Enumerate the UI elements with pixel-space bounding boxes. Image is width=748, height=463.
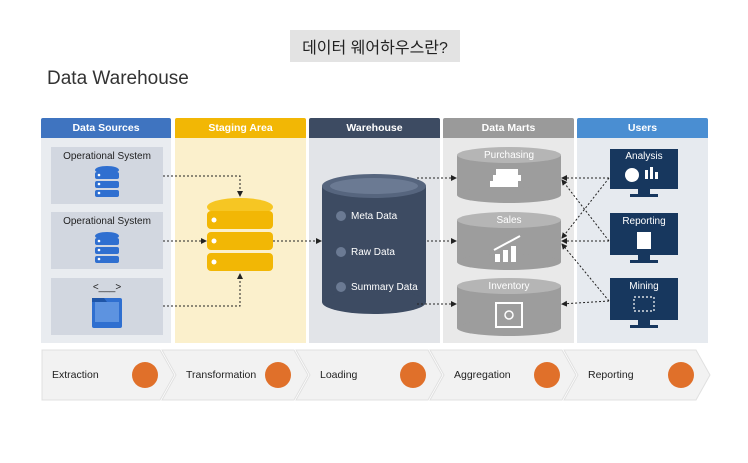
process-step-label: Transformation	[186, 369, 257, 381]
extraction-icon	[132, 362, 158, 388]
aggregation-icon	[534, 362, 560, 388]
warehouse-layer-label: Summary Data	[351, 282, 418, 293]
safe-icon	[495, 302, 523, 328]
user-label: Reporting	[622, 216, 666, 227]
growth-chart-icon	[493, 235, 521, 262]
transformation-icon	[265, 362, 291, 388]
folder-icon	[92, 298, 122, 328]
mart-label: Inventory	[488, 281, 530, 292]
document-monitor-icon	[610, 213, 678, 263]
page-title: Data Warehouse	[47, 68, 189, 89]
money-icon	[490, 169, 521, 187]
database-icon	[95, 166, 119, 197]
source-label: Operational System	[63, 216, 151, 227]
warehouse-cylinder-icon	[322, 174, 426, 314]
process-step-label: Extraction	[52, 369, 99, 381]
user-label: Analysis	[625, 151, 663, 162]
process-step-label: Reporting	[588, 369, 634, 381]
column-header-sources: Data Sources	[41, 118, 171, 138]
pie-chart-monitor-icon	[610, 149, 678, 197]
warehouse-layer-label: Meta Data	[351, 211, 398, 222]
flow-connectors	[163, 175, 610, 307]
column-header-warehouse: Warehouse	[309, 118, 440, 138]
column-header-marts: Data Marts	[443, 118, 574, 138]
source-label: <___>	[92, 282, 122, 293]
heading-badge: 데이터 웨어하우스란?	[290, 30, 460, 62]
process-step-label: Aggregation	[454, 369, 511, 381]
reporting-icon	[668, 362, 694, 388]
source-label: Operational System	[63, 151, 151, 162]
mart-cylinder-purchasing	[457, 147, 561, 203]
column-header-users: Users	[577, 118, 708, 138]
warehouse-layer-label: Raw Data	[351, 247, 395, 258]
staging-database-icon	[207, 198, 273, 271]
mart-label: Sales	[496, 215, 522, 226]
column-header-staging: Staging Area	[175, 118, 306, 138]
loading-icon	[400, 362, 426, 388]
process-step-label: Loading	[320, 369, 358, 381]
mart-label: Purchasing	[483, 150, 535, 161]
database-icon	[95, 232, 119, 263]
user-label: Mining	[629, 281, 659, 292]
mining-monitor-icon	[610, 278, 678, 328]
